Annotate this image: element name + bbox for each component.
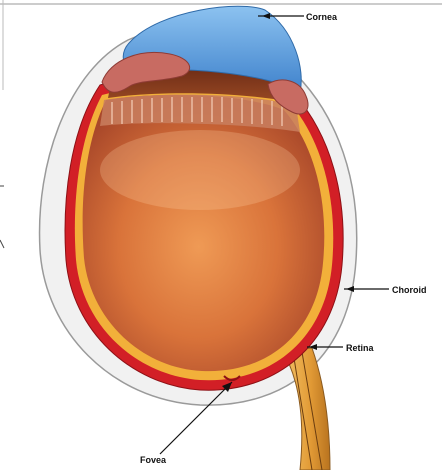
vitreous-highlight: [100, 130, 300, 210]
retina-label: Retina: [346, 343, 374, 353]
choroid-label: Choroid: [392, 285, 427, 295]
cornea-label: Cornea: [306, 12, 337, 22]
fovea-label: Fovea: [140, 455, 166, 465]
left-edge-tick-2: [0, 240, 4, 248]
